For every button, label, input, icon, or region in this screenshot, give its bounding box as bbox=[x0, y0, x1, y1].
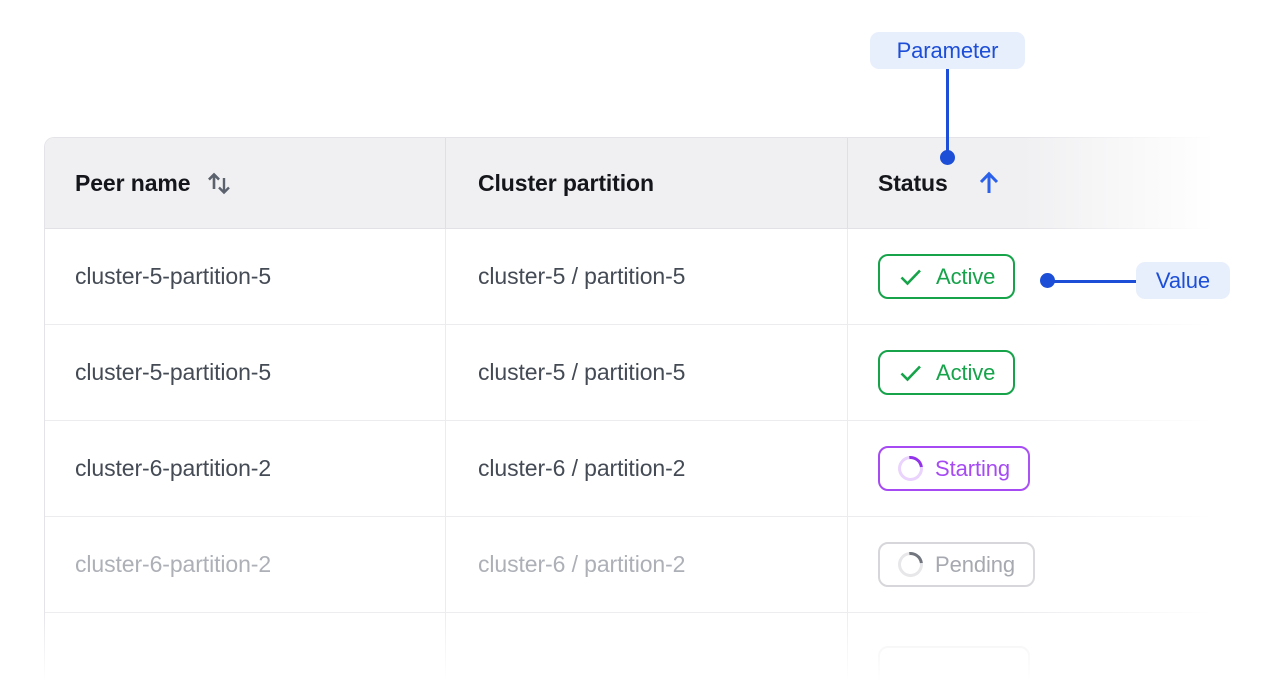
status-cell: Active bbox=[848, 325, 1210, 420]
column-header-label: Peer name bbox=[75, 169, 191, 196]
arrow-up-icon[interactable] bbox=[974, 168, 1004, 198]
table-row: cluster-6-partition-2 cluster-6 / partit… bbox=[45, 421, 1210, 517]
peer-name-cell: cluster-5-partition-5 bbox=[45, 325, 446, 420]
value-callout-pill: Value bbox=[1136, 262, 1230, 299]
up-down-arrows-icon[interactable] bbox=[204, 167, 234, 199]
cluster-partition-cell: cluster-5 / partition-5 bbox=[446, 325, 848, 420]
status-badge-ghost bbox=[878, 646, 1030, 688]
table-row: cluster-5-partition-5 cluster-5 / partit… bbox=[45, 325, 1210, 421]
table-header-row: Peer name Cluster partition Status bbox=[45, 138, 1210, 229]
spinner-icon bbox=[892, 546, 929, 583]
status-badge-starting: Starting bbox=[878, 446, 1031, 491]
status-label: Starting bbox=[935, 455, 1011, 481]
peer-name-cell: cluster-5-partition-5 bbox=[45, 229, 446, 324]
table-row: cluster-6-partition-2 cluster-6 / partit… bbox=[45, 517, 1210, 613]
peer-name-cell: cluster-6-partition-2 bbox=[45, 517, 446, 612]
peer-name-cell: cluster-6-partition-2 bbox=[45, 421, 446, 516]
status-badge-active: Active bbox=[878, 254, 1016, 299]
peers-table: Peer name Cluster partition Status bbox=[44, 137, 1210, 688]
checkmark-icon bbox=[898, 266, 924, 288]
column-header-label: Status bbox=[878, 169, 948, 196]
spinner-icon bbox=[892, 450, 929, 487]
status-label: Active bbox=[936, 359, 996, 385]
cluster-partition-cell bbox=[446, 613, 848, 688]
table-row: cluster-5-partition-5 cluster-5 / partit… bbox=[45, 229, 1210, 325]
table-row-partial bbox=[45, 613, 1210, 688]
value-connector-line bbox=[1054, 279, 1136, 283]
parameter-callout-pill: Parameter bbox=[870, 32, 1025, 69]
cluster-partition-cell: cluster-6 / partition-2 bbox=[446, 517, 848, 612]
peer-name-cell bbox=[45, 613, 446, 688]
column-header-cluster-partition: Cluster partition bbox=[446, 138, 848, 228]
status-label: Active bbox=[936, 263, 996, 289]
status-cell: Active bbox=[848, 229, 1210, 324]
column-header-status[interactable]: Status bbox=[848, 138, 1210, 228]
value-connector-dot bbox=[1040, 273, 1055, 288]
status-badge-active: Active bbox=[878, 350, 1016, 395]
status-cell bbox=[848, 613, 1210, 688]
status-cell: Pending bbox=[848, 517, 1210, 612]
checkmark-icon bbox=[898, 362, 924, 384]
cluster-partition-cell: cluster-6 / partition-2 bbox=[446, 421, 848, 516]
status-badge-pending: Pending bbox=[878, 542, 1036, 587]
cluster-partition-cell: cluster-5 / partition-5 bbox=[446, 229, 848, 324]
column-header-peer-name[interactable]: Peer name bbox=[45, 138, 446, 228]
column-header-label: Cluster partition bbox=[478, 169, 654, 196]
parameter-connector-line bbox=[945, 69, 949, 151]
status-cell: Starting bbox=[848, 421, 1210, 516]
status-label: Pending bbox=[935, 551, 1016, 577]
parameter-connector-dot bbox=[940, 150, 955, 165]
